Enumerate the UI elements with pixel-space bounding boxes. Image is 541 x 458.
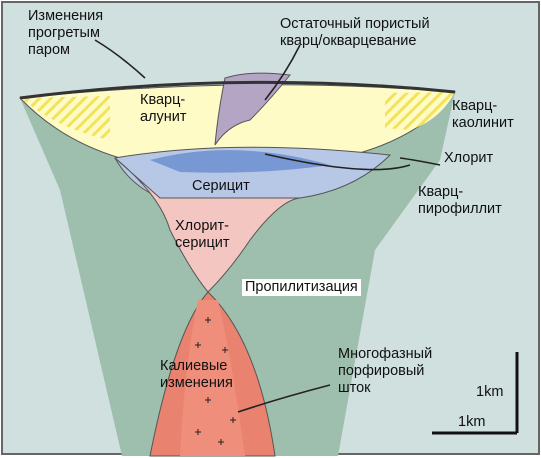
quartz-pyrophyllite-core: [150, 150, 330, 173]
ground-surface: [19, 80, 456, 100]
label-quartz-pyrophyllite: Кварц- пирофиллит: [418, 184, 502, 217]
stock-crosses: [195, 317, 236, 445]
label-potassic: Калиевые изменения: [160, 358, 233, 391]
porphyry-stock: [180, 300, 245, 456]
label-chlorite: Хлорит: [444, 150, 494, 166]
hatched-zone-right: [385, 92, 455, 130]
hatched-zone-left: [20, 96, 110, 140]
label-chlorite-sericite: Хлорит- серицит: [175, 218, 230, 251]
label-porphyry-stock: Многофазный порфировый шток: [338, 346, 433, 396]
label-steam-heated: Изменения прогретым паром: [28, 8, 104, 58]
label-scale-horizontal: 1km: [458, 414, 486, 430]
label-propylitization: Пропилитизация: [242, 279, 361, 296]
label-quartz-alunite: Кварц- алунит: [140, 92, 187, 125]
leader-lines: [94, 39, 441, 413]
scale-bar: [432, 352, 519, 435]
label-residual-quartz: Остаточный пористый кварц/окварцевание: [280, 16, 430, 49]
label-quartz-kaolinite: Кварц- каолинит: [452, 98, 514, 131]
label-sericite: Серицит: [192, 178, 250, 194]
label-scale-vertical: 1km: [476, 384, 504, 400]
